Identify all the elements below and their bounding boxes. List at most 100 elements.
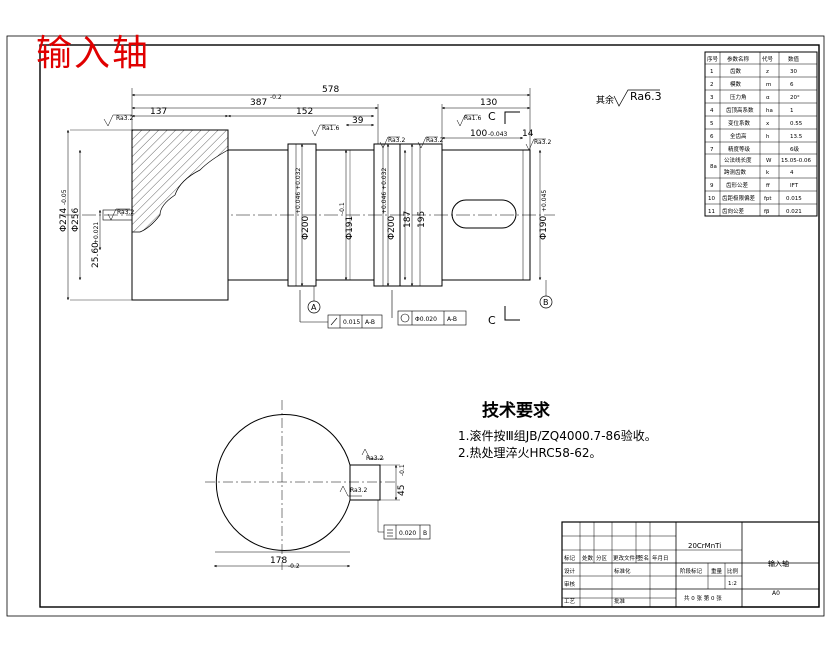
svg-text:W: W — [766, 158, 772, 164]
svg-text:参数名称: 参数名称 — [727, 55, 750, 63]
svg-text:年月日: 年月日 — [652, 554, 669, 562]
section-c-marks — [504, 111, 520, 321]
ra-seat-a: Ra1.6 — [322, 125, 339, 132]
svg-text:1: 1 — [710, 69, 714, 75]
svg-text:h: h — [766, 134, 770, 140]
svg-text:ha: ha — [766, 108, 773, 114]
dim-dia190-tol: +0.045 — [541, 190, 548, 212]
svg-text:序号: 序号 — [707, 55, 719, 63]
dim-dia274-tol: -0.05 — [61, 189, 68, 205]
svg-text:齿距极限偏差: 齿距极限偏差 — [722, 194, 756, 202]
svg-text:标记: 标记 — [564, 554, 576, 562]
dim-187: 187 — [403, 211, 413, 228]
svg-text:8a: 8a — [710, 164, 717, 170]
svg-text:更改文件号: 更改文件号 — [613, 554, 641, 562]
dim-100: 100 — [470, 129, 487, 139]
cyl-ref: A-B — [447, 316, 457, 323]
svg-text:公法线长度: 公法线长度 — [724, 156, 752, 164]
ra-end: Ra3.2 — [534, 139, 551, 146]
dim-dia200b-tol: +0.046 +0.032 — [381, 168, 388, 214]
rough-general-text: Ra6.3 — [630, 90, 662, 103]
roughness-marks — [103, 114, 546, 221]
svg-text:标准化: 标准化 — [614, 567, 631, 575]
dim-dia256: Φ256 — [71, 207, 81, 232]
roughness-general: 其余 Ra6.3 — [596, 89, 662, 107]
title-block-text: 20CrMnTi 输入轴 A0 阶段标记 重量 比例 1:2 共 0 张 第 0… — [564, 542, 789, 605]
dim-25: 25.60 — [91, 242, 101, 268]
dim-100-tol: -0.043 — [488, 131, 508, 138]
sheets: 共 0 张 第 0 张 — [684, 594, 722, 602]
svg-text:阶段标记: 阶段标记 — [680, 567, 703, 575]
svg-text:齿形公差: 齿形公差 — [726, 181, 749, 189]
svg-text:4: 4 — [790, 170, 794, 176]
ra-gear: Ra3.2 — [116, 115, 133, 122]
svg-text:设计: 设计 — [564, 567, 576, 575]
svg-text:fpt: fpt — [764, 196, 772, 202]
svg-text:跨测齿数: 跨测齿数 — [724, 168, 747, 176]
dim-section-dia-tol: -0.2 — [288, 563, 300, 570]
inner-border — [39, 44, 820, 608]
dim-39: 39 — [352, 116, 364, 126]
svg-text:分区: 分区 — [596, 554, 608, 562]
tech-item-2: 2.热处理淬火HRC58-62。 — [458, 445, 601, 460]
svg-text:其余: 其余 — [596, 94, 614, 106]
svg-text:压力角: 压力角 — [730, 93, 747, 101]
dim-152: 152 — [296, 107, 313, 117]
drawing-title: 输入轴 — [36, 33, 151, 74]
dim-section-dia: 178 — [270, 556, 287, 566]
dim-dia191-tol: -0.1 — [339, 202, 346, 214]
runout-ref: A-B — [365, 319, 375, 326]
svg-text:30: 30 — [790, 69, 797, 75]
svg-text:批准: 批准 — [614, 597, 626, 605]
svg-text:0.015: 0.015 — [786, 196, 802, 202]
dim-25-tol: +0.021 — [93, 222, 100, 244]
svg-text:审核: 审核 — [564, 580, 576, 588]
svg-text:1: 1 — [790, 108, 794, 114]
ra-seat-b: Ra3.2 — [388, 137, 405, 144]
svg-text:变位系数: 变位系数 — [728, 119, 751, 127]
dim-130: 130 — [480, 98, 497, 108]
svg-text:ff: ff — [766, 183, 770, 189]
svg-text:7: 7 — [710, 147, 714, 153]
ra-section-a: Ra3.2 — [366, 455, 383, 462]
dim-dia200b: Φ200 — [387, 215, 397, 240]
svg-text:6: 6 — [710, 134, 714, 140]
dim-387: 387 — [250, 98, 267, 108]
title-block — [561, 521, 820, 608]
dim-387-tol: -0.2 — [270, 94, 282, 101]
svg-text:20°: 20° — [790, 95, 800, 101]
svg-text:A: A — [311, 303, 317, 312]
part-name: 输入轴 — [768, 559, 789, 568]
svg-text:9: 9 — [710, 183, 714, 189]
tech-heading: 技术要求 — [482, 400, 550, 421]
dimension-lines — [66, 88, 542, 300]
ra-key: Ra1.6 — [464, 115, 481, 122]
outer-border — [6, 35, 825, 617]
sym-ref: B — [423, 530, 427, 537]
dim-dia200a-tol: +0.046 +0.032 — [295, 168, 302, 214]
svg-text:0.021: 0.021 — [786, 209, 802, 215]
vertical-dim-texts: Φ274 -0.05 Φ256 25.60 +0.021 Φ200 +0.046… — [59, 168, 549, 268]
svg-text:x: x — [766, 121, 770, 127]
svg-text:数值: 数值 — [788, 55, 800, 63]
runout-val: 0.015 — [343, 319, 360, 326]
dim-key-depth-tol: -0.1 — [399, 464, 406, 476]
svg-text:模数: 模数 — [730, 80, 742, 88]
svg-text:4: 4 — [710, 108, 714, 114]
datum-b: B — [539, 280, 553, 309]
section-view — [205, 400, 431, 570]
runout-frame — [299, 290, 383, 329]
svg-text:比例: 比例 — [727, 567, 739, 575]
scale: 1:2 — [728, 581, 737, 587]
dim-dia200a: Φ200 — [301, 215, 311, 240]
svg-text:精度等级: 精度等级 — [728, 145, 751, 153]
dim-dia191: Φ191 — [345, 216, 355, 240]
param-table — [704, 51, 818, 217]
svg-text:工艺: 工艺 — [564, 598, 576, 605]
svg-text:6级: 6级 — [790, 145, 799, 153]
svg-text:10: 10 — [708, 196, 715, 202]
svg-text:13.5: 13.5 — [790, 134, 803, 140]
svg-text:齿顶高系数: 齿顶高系数 — [726, 106, 754, 114]
svg-text:fβ: fβ — [764, 209, 770, 215]
